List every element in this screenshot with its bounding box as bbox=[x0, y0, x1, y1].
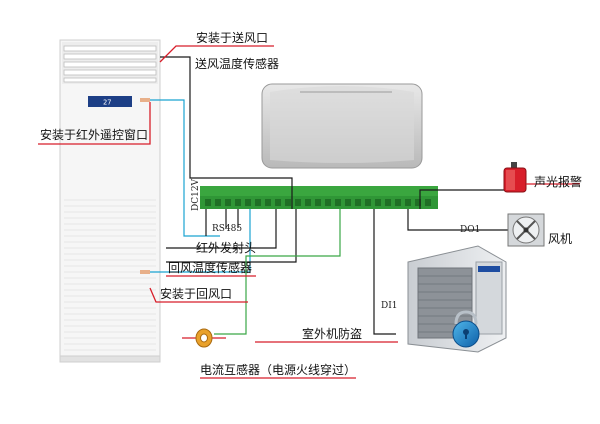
terminal-block bbox=[200, 186, 438, 209]
supply-air-grille bbox=[63, 45, 157, 83]
current-transformer-icon bbox=[182, 328, 226, 348]
terminal-dc12v: DC12V bbox=[191, 178, 201, 211]
supply-sensor-probe bbox=[140, 98, 150, 102]
ir-emitter-wire bbox=[150, 99, 220, 237]
label-sound-light-alarm: 声光报警 bbox=[534, 175, 583, 189]
label-current-transformer: 电流互感器（电源火线穿过） bbox=[200, 363, 357, 377]
ir-head-wire bbox=[166, 209, 277, 249]
wires bbox=[150, 56, 526, 335]
label-outdoor-antitheft: 室外机防盗 bbox=[302, 327, 363, 341]
do1-wire-alarm bbox=[419, 189, 518, 209]
terminal-do1: DO1 bbox=[460, 225, 481, 235]
ac-display-digits: 27 bbox=[103, 99, 111, 107]
callout-lines bbox=[38, 45, 580, 379]
supply-sensor-wire bbox=[160, 56, 293, 209]
return-sensor-wire bbox=[150, 209, 251, 273]
callout-return-outlet bbox=[149, 287, 248, 303]
return-sensor-probe bbox=[140, 270, 150, 274]
ac-display-panel bbox=[88, 96, 132, 107]
controller-box bbox=[261, 83, 423, 169]
terminal-di1: DI1 bbox=[381, 301, 398, 311]
ac-base bbox=[59, 355, 161, 363]
label-supply-outlet: 安装于送风口 bbox=[196, 31, 269, 45]
outdoor-unit bbox=[407, 245, 507, 353]
label-fan: 风机 bbox=[548, 232, 573, 246]
label-return-outlet: 安装于回风口 bbox=[160, 287, 233, 301]
terminal-rs485: RS485 bbox=[212, 224, 243, 234]
di1-wire bbox=[373, 209, 396, 335]
return-temp-wire bbox=[166, 209, 297, 263]
callout-ir-window bbox=[38, 102, 151, 145]
indoor-ac-unit: 27 bbox=[59, 39, 161, 363]
label-supply-sensor: 送风温度传感器 bbox=[195, 57, 280, 71]
do1-wire-fan bbox=[407, 209, 526, 231]
label-return-sensor: 回风温度传感器 bbox=[168, 261, 253, 275]
label-ir-window: 安装于红外遥控窗口 bbox=[40, 128, 149, 142]
callout-supply-outlet bbox=[159, 45, 274, 63]
fan-icon bbox=[507, 213, 545, 247]
alarm-icon bbox=[503, 162, 527, 193]
current-transformer-wire bbox=[214, 209, 341, 335]
label-ir-emitter: 红外发射头 bbox=[196, 241, 257, 255]
